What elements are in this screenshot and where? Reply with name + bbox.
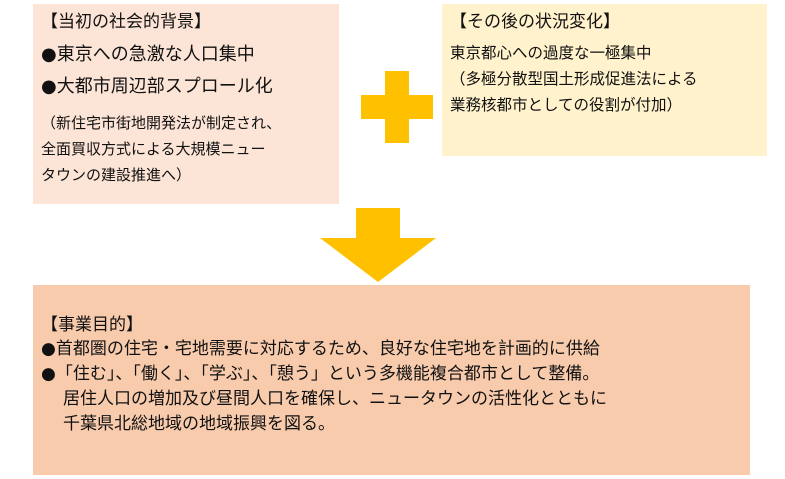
project-purpose-box: 【事業目的】 ●首都圏の住宅・宅地需要に対応するため、良好な住宅地を計画的に供給… — [33, 285, 750, 475]
subsequent-change-body: 東京都心への過度な一極集中 （多極分散型国土形成促進法による 業務核都市としての… — [450, 40, 767, 118]
subsequent-change-box: 【その後の状況変化】 東京都心への過度な一極集中 （多極分散型国土形成促進法によ… — [442, 4, 767, 156]
background-note: （新住宅市街地開発法が制定され、 全面買収方式による大規模ニュー タウンの建設推… — [41, 110, 339, 188]
background-note-line: 全面買収方式による大規模ニュー — [41, 140, 266, 158]
plus-icon — [361, 71, 433, 143]
project-purpose-heading: 【事業目的】 — [41, 315, 143, 335]
bullet-population-concentration: ●東京への急激な人口集中 — [41, 44, 255, 65]
subsequent-change-line: 東京都心への過度な一極集中 — [450, 44, 652, 62]
initial-background-heading: 【当初の社会的背景】 — [41, 12, 211, 32]
purpose-bullet-housing: ●首都圏の住宅・宅地需要に対応するため、良好な住宅地を計画的に供給 — [41, 339, 600, 359]
background-note-line: タウンの建設推進へ） — [41, 166, 192, 184]
purpose-detail-line: 千葉県北総地域の地域振興を図る。 — [63, 414, 335, 434]
background-note-line: （新住宅市街地開発法が制定され、 — [41, 114, 282, 132]
down-arrow-icon — [320, 208, 436, 282]
purpose-bullet-multifunction: ●「住む」、「働く」、「学ぶ」、「憩う」という多機能複合都市として整備。 — [41, 364, 600, 384]
purpose-detail-line: 居住人口の増加及び昼間人口を確保し、ニュータウンの活性化とともに — [63, 389, 607, 409]
subsequent-change-line: 業務核都市としての役割が付加） — [450, 96, 683, 114]
initial-background-box: 【当初の社会的背景】 ●東京への急激な人口集中 ●大都市周辺部スプロール化 （新… — [33, 4, 339, 204]
bullet-urban-sprawl: ●大都市周辺部スプロール化 — [41, 76, 273, 97]
subsequent-change-line: （多極分散型国土形成促進法による — [450, 70, 698, 88]
subsequent-change-heading: 【その後の状況変化】 — [450, 12, 620, 32]
